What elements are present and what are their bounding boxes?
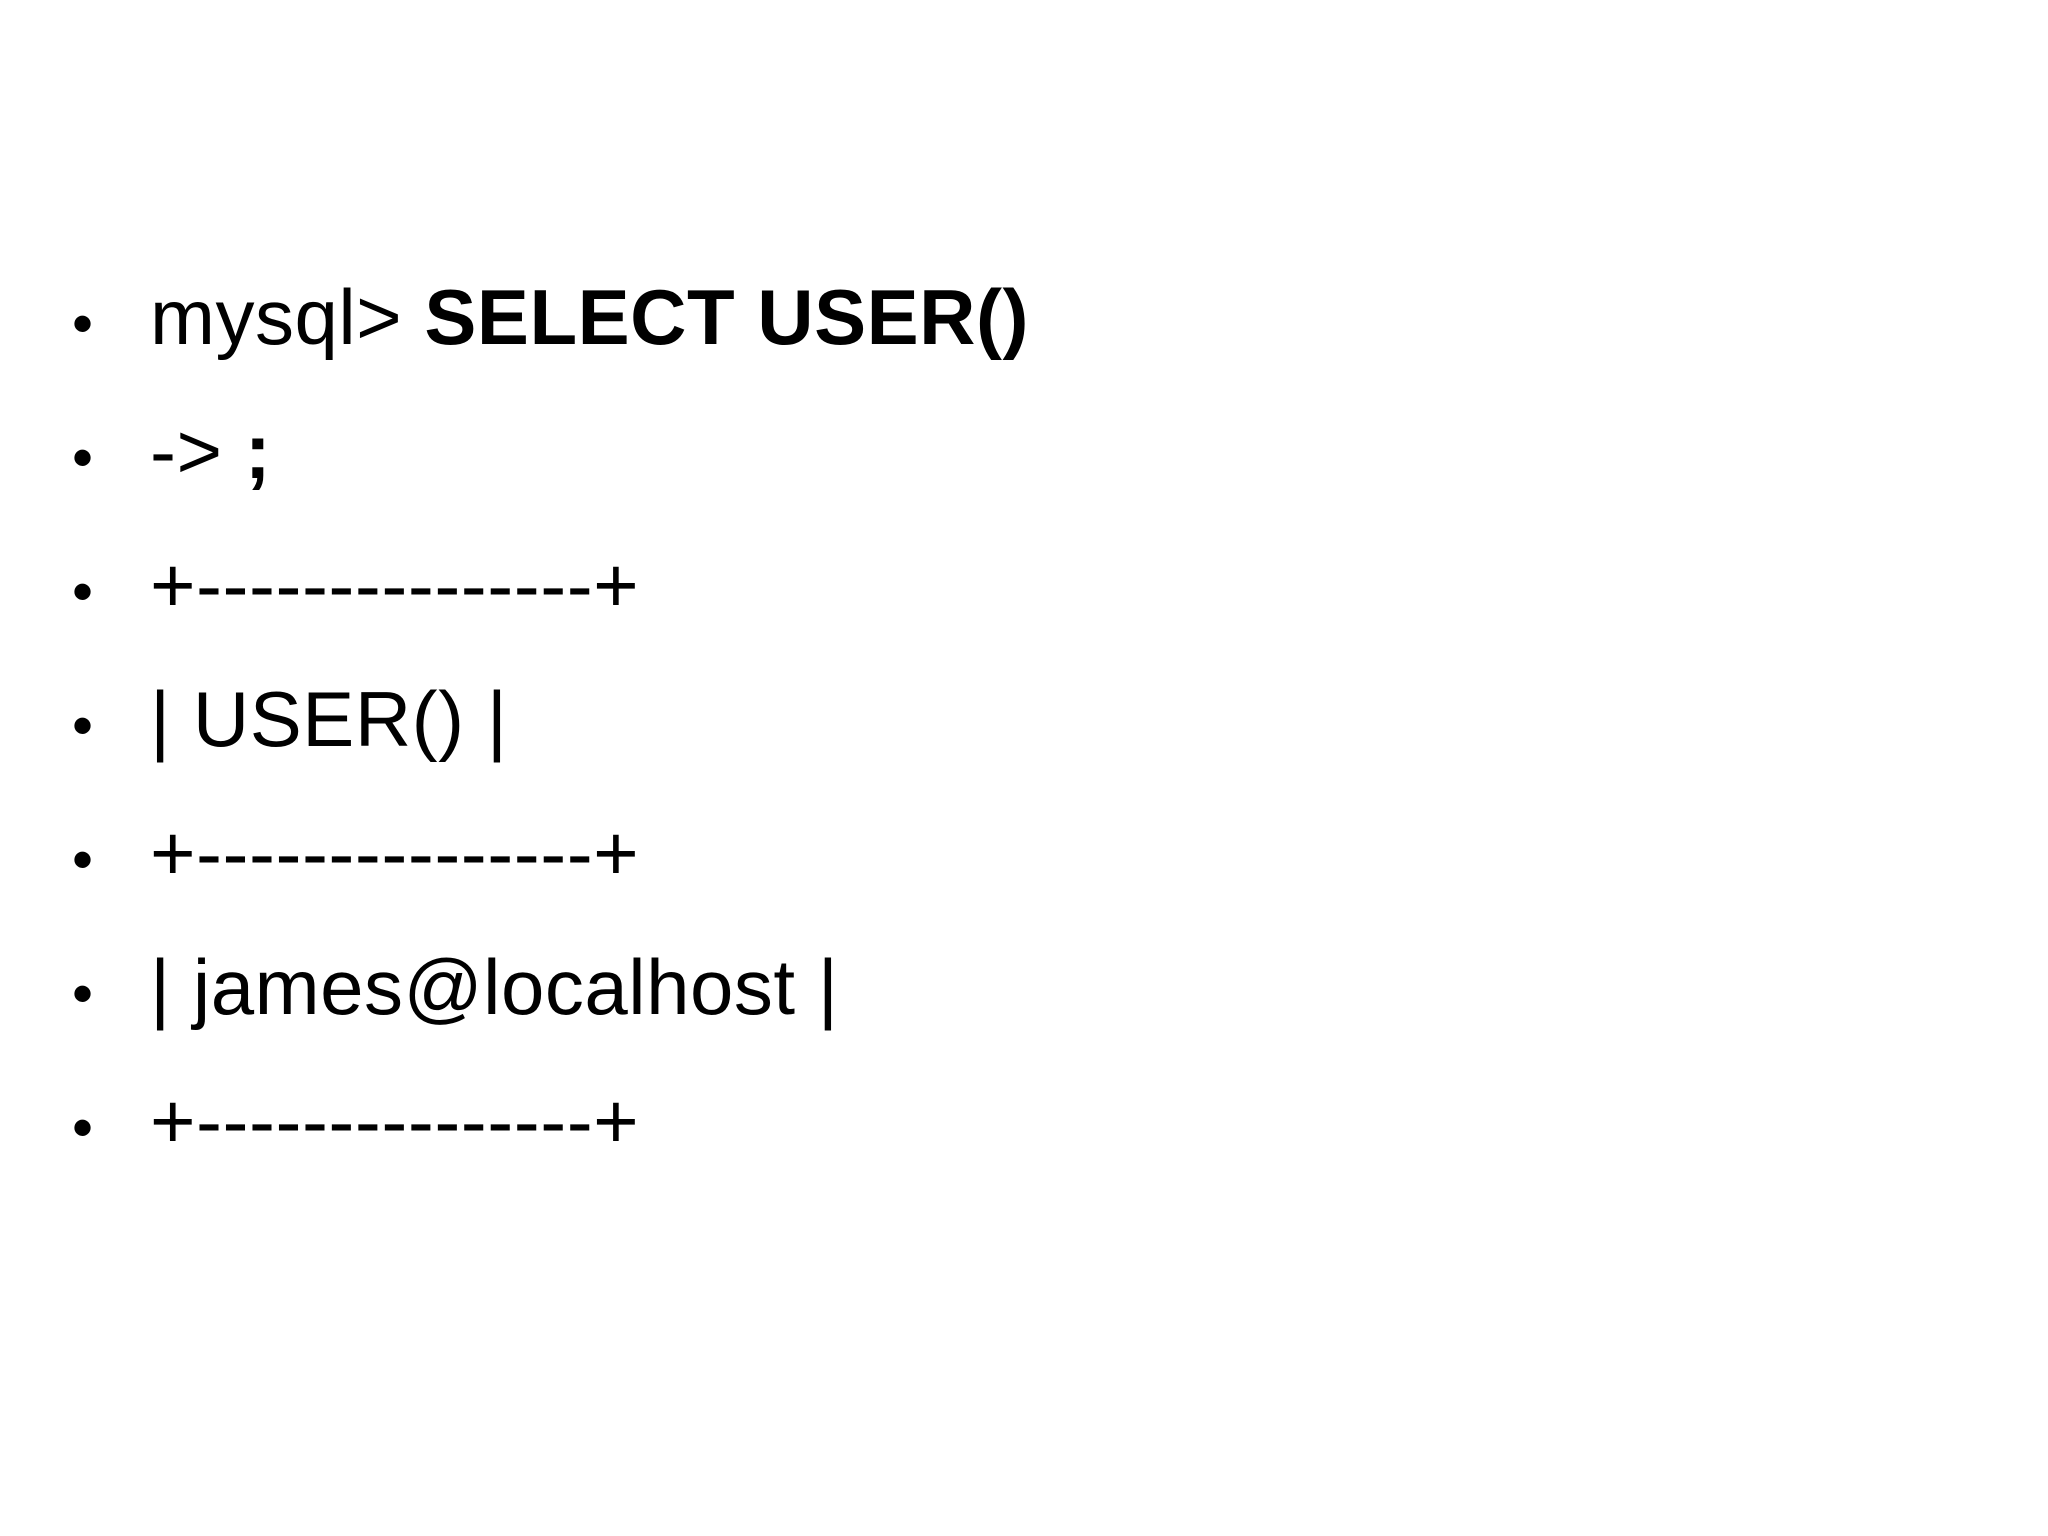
bullet-marker: • [72, 826, 94, 893]
line-text: +---------------+ [150, 1054, 639, 1188]
line-text: | james@localhost | [150, 920, 838, 1054]
terminal-output-line: • +---------------+ [72, 1054, 1029, 1188]
text-segment: +---------------+ [150, 809, 640, 897]
line-text: -> ; [150, 384, 271, 518]
text-segment: | USER() | [150, 675, 508, 763]
bullet-marker: • [72, 1094, 94, 1161]
bullet-marker: • [72, 692, 94, 759]
bullet-marker: • [72, 960, 94, 1027]
line-text: | USER() | [150, 652, 508, 786]
terminal-output-line: • -> ; [72, 384, 1029, 518]
bullet-marker: • [72, 290, 94, 357]
bold-text-segment: SELECT USER() [424, 273, 1029, 361]
bold-text-segment: ; [244, 407, 272, 495]
bullet-marker: • [72, 424, 94, 491]
text-segment: | james@localhost | [150, 943, 839, 1031]
terminal-output-line: • mysql> SELECT USER() [72, 250, 1029, 384]
text-segment: +---------------+ [150, 1077, 640, 1165]
line-text: +---------------+ [150, 518, 639, 652]
text-segment: -> [150, 407, 245, 495]
terminal-output-line: • +---------------+ [72, 518, 1029, 652]
line-text: mysql> SELECT USER() [150, 250, 1029, 384]
bullet-marker: • [72, 558, 94, 625]
terminal-output-line: • | james@localhost | [72, 920, 1029, 1054]
text-segment: +---------------+ [150, 541, 640, 629]
terminal-output-line: • +---------------+ [72, 786, 1029, 920]
line-text: +---------------+ [150, 786, 639, 920]
terminal-output-bullet-list: • mysql> SELECT USER() • -> ; • +-------… [72, 250, 1029, 1188]
text-segment: mysql> [150, 273, 425, 361]
terminal-output-line: • | USER() | [72, 652, 1029, 786]
